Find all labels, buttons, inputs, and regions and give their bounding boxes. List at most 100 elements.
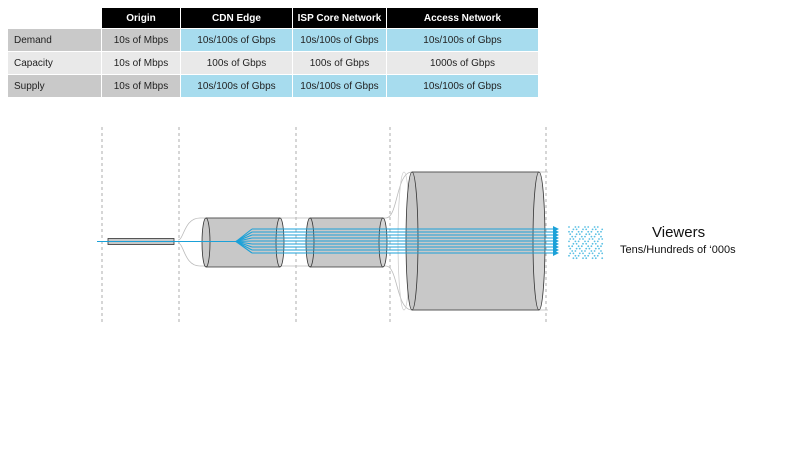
viewer-dot	[585, 228, 588, 231]
viewer-dot	[584, 235, 586, 238]
viewer-dot	[575, 247, 578, 250]
viewer-dot	[582, 242, 584, 245]
viewers-title: Viewers	[652, 224, 706, 241]
viewer-dot	[574, 226, 577, 228]
row-label: Supply	[8, 75, 101, 97]
table-cell: 100s of Gbps	[293, 52, 386, 74]
capacity-table: Origin CDN Edge ISP Core Network Access …	[7, 7, 539, 98]
viewer-dot	[600, 235, 602, 238]
viewer-dot	[594, 233, 597, 236]
table-cell: 10s/100s of Gbps	[387, 75, 538, 97]
viewer-dot	[588, 238, 591, 240]
viewer-dot	[587, 226, 590, 228]
viewer-dot	[596, 240, 599, 243]
viewer-dot	[572, 242, 575, 245]
viewer-dot	[572, 252, 575, 255]
viewer-dot	[588, 252, 591, 255]
viewer-dot	[601, 238, 604, 240]
viewer-dot	[577, 240, 580, 243]
viewer-dot	[575, 233, 578, 236]
header-access-network: Access Network	[387, 8, 538, 28]
viewer-dot	[574, 250, 577, 252]
viewer-dot	[587, 240, 590, 243]
viewer-dot	[577, 230, 580, 233]
viewer-dot	[587, 254, 590, 257]
table-row-supply: Supply 10s of Mbps 10s/100s of Gbps 10s/…	[8, 75, 538, 97]
viewer-dot	[568, 226, 570, 228]
viewer-dot	[574, 240, 577, 243]
viewer-dot	[587, 245, 590, 248]
table-cell: 10s of Mbps	[102, 29, 180, 51]
envelope-outline	[177, 242, 548, 311]
viewer-dot	[571, 250, 574, 252]
viewer-dot	[580, 250, 583, 252]
table-cell: 10s/100s of Gbps	[293, 29, 386, 51]
viewer-dot	[572, 228, 575, 231]
viewer-dot	[594, 228, 597, 231]
viewer-dot	[584, 226, 586, 228]
viewer-dot	[600, 250, 602, 252]
viewer-dot	[582, 228, 584, 231]
header-cdn-edge: CDN Edge	[181, 8, 292, 28]
viewer-dot	[588, 247, 591, 250]
viewer-dot	[575, 228, 578, 231]
table-cell: 10s/100s of Gbps	[181, 75, 292, 97]
viewer-dot	[590, 230, 593, 233]
viewer-dot	[598, 252, 600, 255]
table-header-row: Origin CDN Edge ISP Core Network Access …	[8, 8, 538, 28]
table-cell: 10s of Mbps	[102, 75, 180, 97]
viewer-dot	[598, 238, 600, 240]
viewer-dot	[569, 233, 572, 236]
viewer-dot	[593, 226, 596, 228]
viewer-dot	[568, 230, 570, 233]
viewer-dot	[591, 252, 594, 255]
viewer-dot	[580, 230, 583, 233]
viewer-dot	[571, 245, 574, 248]
viewer-dot	[601, 257, 604, 260]
viewer-dot	[580, 245, 583, 248]
viewer-dot	[585, 242, 588, 245]
viewer-dot	[577, 254, 580, 257]
viewers-subtitle: Tens/Hundreds of ‘000s	[620, 244, 736, 256]
viewer-dots	[568, 226, 604, 260]
viewer-dot	[593, 254, 596, 257]
viewer-dot	[594, 247, 597, 250]
viewer-dot	[591, 238, 594, 240]
viewer-dot	[587, 230, 590, 233]
viewer-dot	[601, 252, 604, 255]
viewer-dot	[571, 230, 574, 233]
viewer-dot	[591, 228, 594, 231]
viewer-dot	[568, 245, 570, 248]
viewer-dot	[596, 245, 599, 248]
viewer-dot	[572, 238, 575, 240]
viewer-dot	[596, 226, 599, 228]
viewer-dot	[600, 245, 602, 248]
table-cell: 1000s of Gbps	[387, 52, 538, 74]
table-cell: 10s of Mbps	[102, 52, 180, 74]
table-cell: 10s/100s of Gbps	[181, 29, 292, 51]
viewer-dot	[594, 257, 597, 260]
header-origin: Origin	[102, 8, 180, 28]
viewer-dot	[588, 233, 591, 236]
viewer-dot	[575, 242, 578, 245]
table-cell: 100s of Gbps	[181, 52, 292, 74]
viewer-dot	[574, 254, 577, 257]
viewer-dot	[578, 238, 581, 240]
viewer-dot	[568, 240, 570, 243]
table-row-capacity: Capacity 10s of Mbps 100s of Gbps 100s o…	[8, 52, 538, 74]
viewer-dot	[590, 245, 593, 248]
table-cell: 10s/100s of Gbps	[293, 75, 386, 97]
viewer-dot	[582, 252, 584, 255]
viewer-dot	[585, 233, 588, 236]
viewer-dot	[593, 240, 596, 243]
viewer-dot	[593, 235, 596, 238]
viewer-dot	[571, 235, 574, 238]
isp-core-cylinder	[305, 217, 388, 268]
viewer-dot	[582, 257, 584, 260]
viewer-dot	[568, 254, 570, 257]
envelope-outline	[177, 171, 548, 241]
row-label: Capacity	[8, 52, 101, 74]
row-label: Demand	[8, 29, 101, 51]
viewer-dot	[584, 254, 586, 257]
